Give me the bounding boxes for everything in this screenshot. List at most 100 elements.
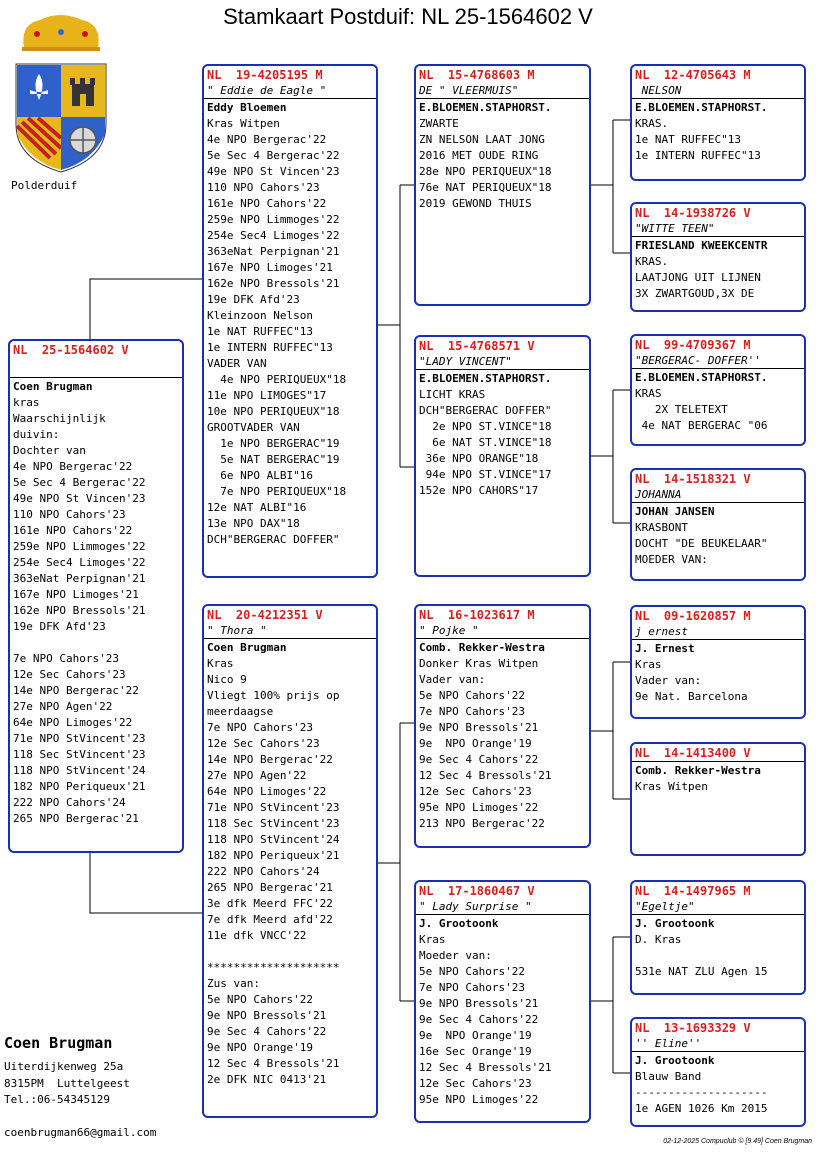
detail-line: [13, 635, 179, 651]
ring-number: NL 09-1620857 M: [635, 609, 751, 623]
coat-of-arms-logo: [15, 15, 107, 173]
ring-number: NL 14-1497965 M: [635, 884, 751, 898]
pedigree-card-fmf[interactable]: NL 99-4709367 M "BERGERAC- DOFFER'' E.BL…: [630, 334, 806, 446]
pigeon-name: "WITTE TEEN": [635, 222, 715, 235]
detail-line: 9e NPO Orange'19: [419, 1029, 532, 1042]
pedigree-card-mother-father[interactable]: NL 16-1023617 M " Pojke " Comb. Rekker-W…: [414, 604, 591, 848]
detail-line: 76e NAT PERIQUEUX"18: [419, 181, 552, 194]
detail-line: 7e NPO Cahors'23: [419, 981, 525, 994]
pedigree-card-father-mother[interactable]: NL 15-4768571 V "LADY VINCENT" E.BLOEMEN…: [414, 335, 591, 577]
detail-line: 71e NPO StVincent'23: [13, 732, 146, 745]
detail-line: 2e DFK NIC 0413'21: [207, 1073, 327, 1086]
detail-line: 7e NPO Cahors'23: [13, 652, 119, 665]
detail-line: Blauw Band: [635, 1070, 702, 1083]
detail-line: 1e AGEN 1026 Km 2015: [635, 1102, 768, 1115]
pedigree-card-father[interactable]: NL 19-4205195 M " Eddie de Eagle " Eddy …: [202, 64, 378, 578]
detail-line: 363eNat Perpignan'21: [207, 245, 340, 258]
detail-line: 5e Sec 4 Bergerac'22: [13, 476, 146, 489]
detail-line: Zus van:: [207, 977, 260, 990]
page-title: Stamkaart Postduif: NL 25-1564602 V: [223, 4, 593, 29]
detail-line: GROOTVADER VAN: [207, 421, 300, 434]
pedigree-card-ffm[interactable]: NL 14-1938726 V "WITTE TEEN" FRIESLAND K…: [630, 202, 806, 312]
detail-line: 27e NPO Agen'22: [207, 769, 307, 782]
detail-line: 213 NPO Bergerac'22: [419, 817, 545, 830]
detail-line: 4e NPO Bergerac'22: [13, 460, 133, 473]
detail-line: 167e NPO Limoges'21: [13, 588, 139, 601]
detail-line: 162e NPO Bressols'21: [13, 604, 146, 617]
ring-number: NL 14-1413400 V: [635, 746, 751, 760]
detail-line: Vader van:: [419, 673, 486, 686]
pedigree-card-father-father[interactable]: NL 15-4768603 M DE " VLEERMUIS" E.BLOEME…: [414, 64, 591, 306]
ring-number: NL 20-4212351 V: [207, 608, 323, 622]
owner-phone: Tel.:06-54345129: [4, 1093, 110, 1106]
detail-line: 9e NPO Orange'19: [419, 737, 532, 750]
detail-line: D. Kras: [635, 933, 682, 946]
owner-city: 8315PM Luttelgeest: [4, 1077, 130, 1090]
detail-line: [635, 948, 801, 964]
detail-line: 94e NPO ST.VINCE"17: [419, 468, 552, 481]
detail-line: 4e NAT BERGERAC "06: [635, 419, 768, 432]
pigeon-name: " Eddie de Eagle ": [207, 84, 327, 97]
breeder-line: J. Ernest: [635, 642, 695, 655]
detail-line: 9e NPO Bressols'21: [419, 997, 539, 1010]
detail-line: 4e NPO PERIQUEUX"18: [207, 373, 347, 386]
detail-line: 27e NPO Agen'22: [13, 700, 113, 713]
detail-line: 9e NPO Bressols'21: [207, 1009, 327, 1022]
card-body: E.BLOEMEN.STAPHORST.KRAS.1e NAT RUFFEC"1…: [632, 99, 804, 165]
detail-line: Kras: [419, 933, 446, 946]
detail-line: 7e dfk Meerd afd'22: [207, 913, 333, 926]
detail-line: Vliegt 100% prijs op: [207, 689, 340, 702]
detail-line: 12 Sec 4 Bressols'21: [419, 1061, 552, 1074]
breeder-line: J. Grootoonk: [635, 1054, 715, 1067]
detail-line: DCH"BERGERAC DOFFER": [419, 404, 552, 417]
detail-line: 363eNat Perpignan'21: [13, 572, 146, 585]
pedigree-card-mother-mother[interactable]: NL 17-1860467 V " Lady Surprise " J. Gro…: [414, 880, 591, 1123]
detail-line: 95e NPO Limoges'22: [419, 801, 539, 814]
detail-line: 11e dfk VNCC'22: [207, 929, 307, 942]
detail-line: KRAS.: [635, 255, 669, 268]
detail-line: 110 NPO Cahors'23: [207, 181, 320, 194]
pigeon-name: " Lady Surprise ": [419, 900, 532, 913]
detail-line: 9e Sec 4 Cahors'22: [419, 753, 539, 766]
detail-line: 6e NAT ST.VINCE"18: [419, 436, 552, 449]
detail-line: ZWARTE: [419, 117, 459, 130]
detail-line: 118 Sec StVincent'23: [207, 817, 340, 830]
ring-number: NL 16-1023617 M: [419, 608, 535, 622]
detail-line: LAATJONG UIT LIJNEN: [635, 271, 761, 284]
detail-line: Kras: [207, 657, 234, 670]
detail-line: 19e DFK Afd'23: [13, 620, 106, 633]
detail-line: 4e NPO Bergerac'22: [207, 133, 327, 146]
detail-line: 167e NPO Limoges'21: [207, 261, 333, 274]
pigeon-name: DE " VLEERMUIS": [419, 84, 519, 97]
pigeon-name: " Pojke ": [419, 624, 479, 637]
ring-number: NL 14-1938726 V: [635, 206, 751, 220]
detail-line: 254e Sec4 Limoges'22: [13, 556, 146, 569]
detail-line: 1e INTERN RUFFEC"13: [635, 149, 761, 162]
owner-email[interactable]: coenbrugman66@gmail.com: [4, 1126, 157, 1139]
detail-line: 64e NPO Limoges'22: [13, 716, 133, 729]
detail-line: 16e Sec Orange'19: [419, 1045, 532, 1058]
owner-name: Coen Brugman: [4, 1034, 113, 1052]
pedigree-card-fff[interactable]: NL 12-4705643 M NELSON E.BLOEMEN.STAPHOR…: [630, 64, 806, 181]
detail-line: 12e Sec Cahors'23: [419, 1077, 532, 1090]
detail-line: [207, 944, 373, 960]
detail-line: Dochter van: [13, 444, 86, 457]
print-stamp: 02-12-2025 Compuclub © [9.49] Coen Brugm…: [663, 1138, 812, 1145]
detail-line: Kras Witpen: [635, 780, 708, 793]
ring-number: NL 17-1860467 V: [419, 884, 535, 898]
detail-line: 265 NPO Bergerac'21: [207, 881, 333, 894]
breeder-line: E.BLOEMEN.STAPHORST.: [419, 101, 552, 114]
detail-line: 9e NPO Orange'19: [207, 1041, 313, 1054]
detail-line: 19e DFK Afd'23: [207, 293, 300, 306]
ring-number: NL 19-4205195 M: [207, 68, 323, 82]
